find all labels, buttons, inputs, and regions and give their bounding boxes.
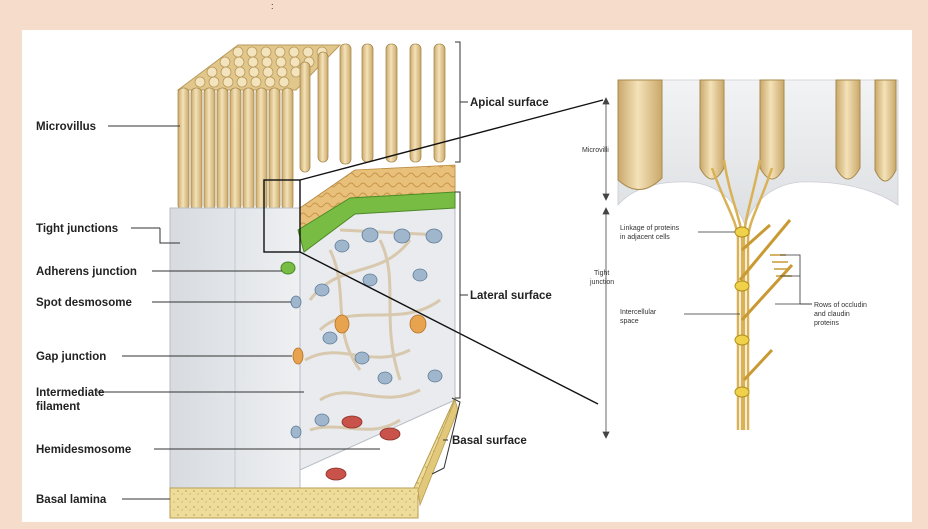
label-apical-surface: Apical surface: [470, 97, 549, 109]
label-tight-line2: junction: [589, 279, 614, 286]
label-linkage-line1: Linkage of proteins: [620, 225, 680, 232]
tight-junction-detail: [603, 80, 900, 480]
right-labels: Apical surface Lateral surface Basal sur…: [452, 97, 552, 447]
label-intercellular-line1: Intercellular: [620, 309, 657, 316]
label-intermediate-filament-line2: filament: [36, 401, 80, 413]
microvilli-front: [178, 88, 293, 210]
label-basal-lamina: Basal lamina: [36, 494, 107, 506]
label-lateral-surface: Lateral surface: [470, 290, 552, 302]
label-adherens-junction: Adherens junction: [36, 266, 137, 278]
label-tight-line1: Tight: [594, 270, 609, 277]
label-basal-surface: Basal surface: [452, 435, 527, 447]
left-labels: Microvillus Tight junctions Adherens jun…: [36, 121, 137, 506]
label-spot-desmosome: Spot desmosome: [36, 297, 132, 309]
label-tight-junctions: Tight junctions: [36, 223, 118, 235]
label-gap-junction: Gap junction: [36, 351, 106, 363]
label-linkage-line2: in adjacent cells: [620, 234, 670, 241]
microvilli-back: [300, 44, 445, 172]
label-microvilli: Microvilli: [582, 147, 609, 154]
label-hemidesmosome: Hemidesmosome: [36, 444, 131, 456]
microvilli-top: [178, 45, 340, 90]
label-rows-line1: Rows of occludin: [814, 302, 867, 309]
label-intercellular-line2: space: [620, 318, 639, 325]
label-rows-line3: proteins: [814, 320, 839, 327]
top-mark: :: [271, 1, 274, 11]
label-intermediate-filament-line1: Intermediate: [36, 387, 104, 399]
label-rows-line2: and claudin: [814, 311, 850, 318]
label-microvillus: Microvillus: [36, 121, 96, 133]
